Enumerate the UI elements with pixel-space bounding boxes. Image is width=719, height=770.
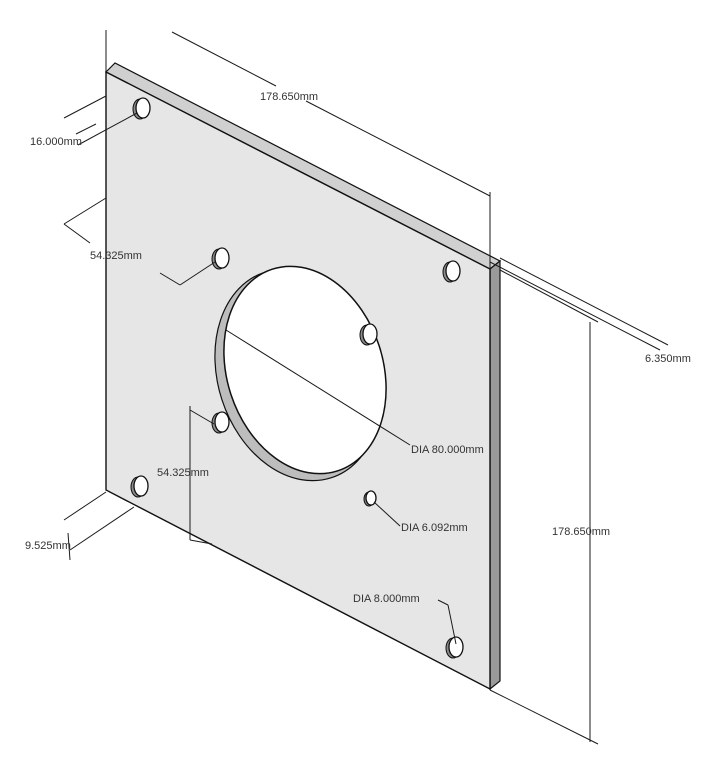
label-thickness: 6.350mm — [645, 353, 691, 365]
corner-hole-bottom-right — [445, 636, 464, 659]
label-inner-spacing-horizontal: 54.325mm — [90, 250, 142, 262]
label-small-hole: DIA 6.092mm — [401, 522, 468, 534]
dimension-height-right: 178.650mm — [489, 269, 610, 745]
small-hole — [363, 490, 377, 507]
label-hole-offset-bottom: 9.525mm — [25, 540, 71, 552]
label-height-right: 178.650mm — [552, 526, 610, 538]
corner-hole-top-right — [442, 260, 461, 283]
dimension-thickness: 6.350mm — [489, 257, 691, 365]
center-bore — [214, 265, 387, 482]
inner-hole-top-left — [211, 247, 230, 270]
label-hole-offset-top: 16.000mm — [30, 136, 82, 148]
dimension-corner-hole: DIA 8.000mm — [353, 593, 457, 645]
label-inner-spacing-vertical: 54.325mm — [157, 467, 209, 479]
label-center-bore: DIA 80.000mm — [411, 444, 484, 456]
inner-hole-bottom-left — [211, 411, 230, 434]
dimension-center-bore: DIA 80.000mm — [225, 329, 484, 456]
mounting-holes — [130, 97, 464, 659]
inner-hole-top-right — [359, 323, 378, 346]
plate-right-edge — [489, 259, 501, 691]
dimension-hole-offset-bottom: 9.525mm — [25, 491, 135, 561]
corner-hole-bottom-left — [130, 475, 149, 498]
dimension-inner-spacing-vertical: 54.325mm — [157, 406, 215, 545]
label-corner-hole: DIA 8.000mm — [353, 593, 420, 605]
dimension-inner-spacing-horizontal: 54.325mm — [63, 197, 216, 286]
dimension-width-top: 178.650mm — [105, 30, 491, 269]
corner-hole-top-left — [132, 97, 151, 120]
dimension-small-hole: DIA 6.092mm — [373, 501, 468, 534]
label-width-top: 178.650mm — [260, 91, 318, 103]
dimension-hole-offset-top: 16.000mm — [30, 95, 138, 148]
center-bore-opening — [223, 265, 387, 475]
